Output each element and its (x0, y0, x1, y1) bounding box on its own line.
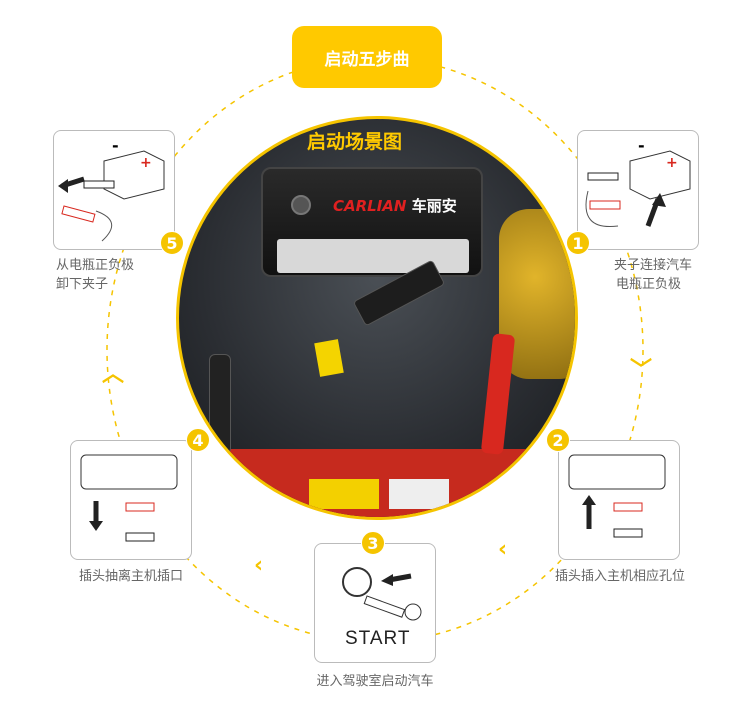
brand-logo: CARLIAN 车丽安 (333, 197, 457, 215)
start-label: START (345, 628, 411, 649)
title-text: 启动五步曲 (324, 49, 410, 70)
step-1-badge: 1 (566, 231, 590, 255)
step-2-badge: 2 (546, 428, 570, 452)
step-5-illustration: -+ (53, 130, 175, 250)
chevron-down-icon: ﹀ (630, 358, 653, 383)
cable-tag (314, 339, 344, 377)
plug-in-icon (568, 454, 666, 538)
unplug-icon (80, 454, 178, 542)
step-1-illustration: -+ (577, 130, 699, 250)
step-2-caption: 插头插入主机相应孔位 (554, 569, 685, 584)
scene-photo: CARLIAN 车丽安 启动场景图 (176, 116, 578, 520)
chevron-left-icon: ‹ (498, 537, 508, 562)
title-banner: 启动五步曲 (292, 26, 442, 88)
power-button-icon (291, 195, 311, 215)
step-5-caption: 从电瓶正负极卸下夹子 (56, 258, 135, 292)
step-4-illustration (70, 440, 192, 560)
car-battery (219, 449, 539, 517)
step-5-badge: 5 (160, 231, 184, 255)
step-4-caption: 插头抽离主机插口 (78, 569, 183, 584)
red-clamp (480, 333, 516, 455)
svg-text:+: + (666, 155, 678, 171)
svg-text:-: - (112, 136, 119, 155)
step-3-badge: 3 (361, 531, 385, 555)
black-clamp (209, 354, 231, 454)
svg-text:-: - (638, 136, 645, 155)
step-4-badge: 4 (186, 428, 210, 452)
step-3-illustration: START (314, 543, 436, 663)
step-1-caption: 夹子连接汽车电瓶正负极 (614, 258, 693, 292)
scene-title: 启动场景图 (307, 131, 403, 153)
step-2-illustration (558, 440, 680, 560)
remove-clamps-icon: -+ (58, 136, 165, 242)
chevron-up-icon: ︿ (102, 362, 125, 387)
battery-label (309, 479, 379, 509)
battery-label (389, 479, 449, 509)
jump-starter-device: CARLIAN 车丽安 (261, 167, 483, 277)
step-3-caption: 进入驾驶室启动汽车 (316, 674, 434, 689)
chevron-left-icon: ‹ (254, 553, 264, 578)
attach-clamps-icon: -+ (585, 136, 691, 228)
svg-text:+: + (140, 155, 152, 171)
ignition-key-icon (342, 567, 422, 621)
device-ports-panel (277, 239, 469, 273)
